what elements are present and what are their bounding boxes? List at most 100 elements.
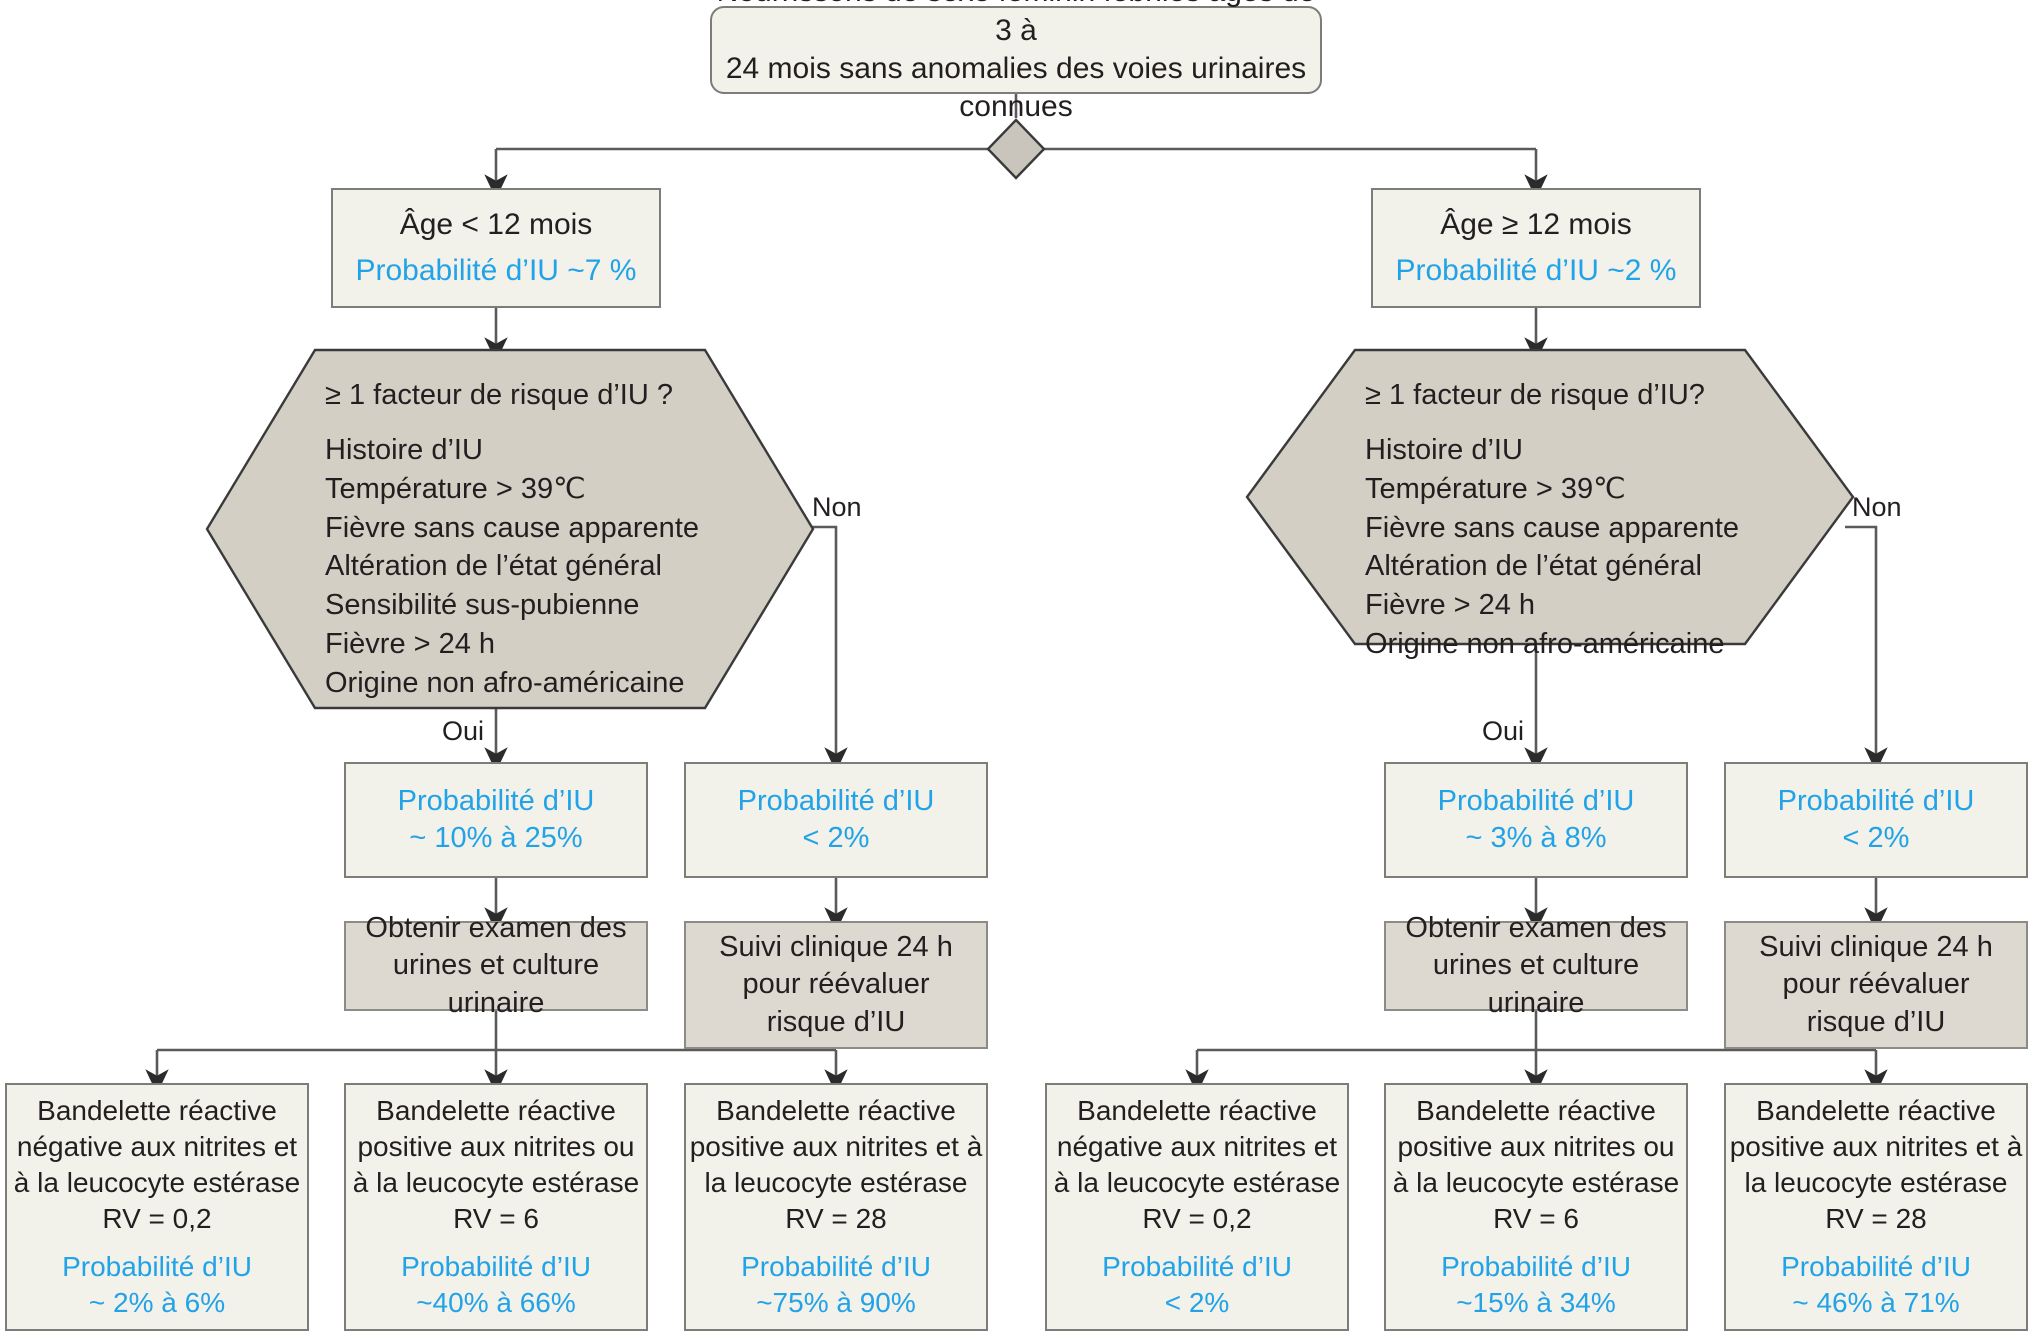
result-box-right-1-desc-3: à la leucocyte estérase (1392, 1166, 1680, 1198)
action-box-left-no-line-1: Suivi clinique 24 h (719, 931, 953, 964)
result-box-left-1-prob-2: ~40% à 66% (416, 1287, 576, 1319)
age-box-right: Âge ≥ 12 mois Probabilité d’IU ~2 % (1371, 188, 1701, 308)
split-diamond-icon (986, 118, 1046, 180)
edge-label-left-oui: Oui (442, 716, 485, 746)
result-box-left-2-desc-3: la leucocyte estérase (704, 1166, 968, 1198)
result-box-right-1-rv: RV = 6 (1493, 1202, 1579, 1234)
hexagon-right-factor-4: Fièvre > 24 h (1365, 589, 1536, 622)
result-box-right-1-prob-1: Probabilité d’IU (1441, 1251, 1631, 1283)
action-box-right-yes-line-1: Obtenir examen des (1405, 912, 1667, 945)
hexagon-right-factor-2: Fièvre sans cause apparente (1365, 511, 1739, 544)
result-box-right-2: Bandelette réactive positive aux nitrite… (1724, 1083, 2028, 1331)
result-box-right-0-rv: RV = 0,2 (1142, 1202, 1252, 1234)
hexagon-left-factor-1: Température > 39℃ (325, 472, 586, 505)
result-box-right-1-desc-2: positive aux nitrites ou (1397, 1130, 1675, 1162)
result-box-left-1-prob-1: Probabilité d’IU (401, 1251, 591, 1283)
action-box-left-no-line-2: pour réévaluer (742, 968, 930, 1001)
result-box-right-2-prob-2: ~ 46% à 71% (1792, 1287, 1960, 1319)
hexagon-right-factors: Histoire d’IU Température > 39℃ Fièvre s… (1365, 431, 1739, 664)
result-box-left-1-desc-1: Bandelette réactive (376, 1095, 616, 1127)
result-box-right-2-prob-1: Probabilité d’IU (1781, 1251, 1971, 1283)
action-box-left-yes-line-1: Obtenir examen des (365, 912, 627, 945)
probability-box-left-yes-line-1: Probabilité d’IU (397, 784, 595, 817)
age-box-right-probability: Probabilité d’IU ~2 % (1395, 254, 1677, 287)
probability-box-left-no-line-1: Probabilité d’IU (737, 784, 935, 817)
hexagon-left-factor-5: Fièvre > 24 h (325, 628, 496, 661)
probability-box-right-no-line-1: Probabilité d’IU (1777, 784, 1975, 817)
action-box-right-no: Suivi clinique 24 h pour réévaluer risqu… (1724, 921, 2028, 1049)
probability-box-right-yes-line-2: ~ 3% à 8% (1465, 822, 1607, 854)
result-box-left-2-desc-2: positive aux nitrites et à (689, 1130, 983, 1162)
probability-box-left-no: Probabilité d’IU < 2% (684, 762, 988, 878)
edge-label-right-non: Non (1852, 492, 1902, 522)
probability-box-left-yes-line-2: ~ 10% à 25% (409, 822, 583, 854)
result-box-left-0: Bandelette réactive négative aux nitrite… (5, 1083, 309, 1331)
result-box-left-1: Bandelette réactive positive aux nitrite… (344, 1083, 648, 1331)
probability-box-right-no-line-2: < 2% (1842, 822, 1910, 854)
result-box-left-1-desc-2: positive aux nitrites ou (357, 1130, 635, 1162)
hexagon-left-factor-2: Fièvre sans cause apparente (325, 511, 699, 544)
result-box-left-0-desc-2: négative aux nitrites et (16, 1130, 298, 1162)
root-population-box: Nourrissons de sexe féminin fébriles âgé… (710, 0, 1322, 123)
result-box-left-0-desc-3: à la leucocyte estérase (13, 1166, 301, 1198)
result-box-right-0-desc-2: négative aux nitrites et (1056, 1130, 1338, 1162)
hexagon-right-factor-3: Altération de l’état général (1365, 550, 1702, 583)
result-box-left-0-desc-1: Bandelette réactive (37, 1095, 277, 1127)
hexagon-left-factor-3: Altération de l’état général (325, 550, 662, 583)
result-box-right-2-rv: RV = 28 (1825, 1202, 1927, 1234)
hexagon-right: ≥ 1 facteur de risque d’IU? Histoire d’I… (1245, 348, 1855, 660)
action-box-right-no-line-2: pour réévaluer (1782, 968, 1970, 1001)
hexagon-left-question: ≥ 1 facteur de risque d’IU ? (325, 379, 673, 411)
result-box-right-0-desc-1: Bandelette réactive (1077, 1095, 1317, 1127)
probability-box-right-yes: Probabilité d’IU ~ 3% à 8% (1384, 762, 1688, 878)
result-box-right-2-desc-3: la leucocyte estérase (1744, 1166, 2008, 1198)
hexagon-left-factors: Histoire d’IU Température > 39℃ Fièvre s… (325, 431, 699, 703)
action-box-right-no-line-3: risque d’IU (1806, 1005, 1946, 1038)
result-box-left-0-prob-1: Probabilité d’IU (62, 1251, 252, 1283)
result-box-left-2: Bandelette réactive positive aux nitrite… (684, 1083, 988, 1331)
root-line-2: 24 mois sans anomalies des voies urinair… (725, 52, 1307, 124)
hexagon-left-factor-0: Histoire d’IU (325, 433, 483, 466)
action-box-right-no-line-1: Suivi clinique 24 h (1759, 931, 1993, 964)
result-box-left-1-rv: RV = 6 (453, 1202, 539, 1234)
action-box-left-no-line-3: risque d’IU (766, 1005, 906, 1038)
hexagon-left: ≥ 1 facteur de risque d’IU ? Histoire d’… (205, 348, 815, 710)
result-box-left-2-prob-1: Probabilité d’IU (741, 1251, 931, 1283)
hexagon-right-factor-1: Température > 39℃ (1365, 472, 1626, 505)
edge-label-left-non: Non (812, 492, 862, 522)
result-box-right-2-desc-2: positive aux nitrites et à (1729, 1130, 2023, 1162)
result-box-right-1-prob-2: ~15% à 34% (1456, 1287, 1616, 1319)
probability-box-left-yes: Probabilité d’IU ~ 10% à 25% (344, 762, 648, 878)
edge-label-right-oui: Oui (1482, 716, 1525, 746)
result-box-left-2-prob-2: ~75% à 90% (756, 1287, 916, 1319)
result-box-left-2-desc-1: Bandelette réactive (716, 1095, 956, 1127)
hexagon-right-question: ≥ 1 facteur de risque d’IU? (1365, 379, 1705, 411)
action-box-left-yes-line-2: urines et culture urinaire (392, 949, 600, 1019)
age-box-left-probability: Probabilité d’IU ~7 % (355, 254, 637, 287)
age-box-left-title: Âge < 12 mois (399, 207, 593, 241)
result-box-right-1-desc-1: Bandelette réactive (1416, 1095, 1656, 1127)
hexagon-left-factor-4: Sensibilité sus-pubienne (325, 589, 640, 622)
action-box-right-yes-line-2: urines et culture urinaire (1432, 949, 1640, 1019)
result-box-left-1-desc-3: à la leucocyte estérase (352, 1166, 640, 1198)
probability-box-right-yes-line-1: Probabilité d’IU (1437, 784, 1635, 817)
result-box-right-1: Bandelette réactive positive aux nitrite… (1384, 1083, 1688, 1331)
result-box-right-0-desc-3: à la leucocyte estérase (1053, 1166, 1341, 1198)
result-box-right-2-desc-1: Bandelette réactive (1756, 1095, 1996, 1127)
action-box-left-no: Suivi clinique 24 h pour réévaluer risqu… (684, 921, 988, 1049)
action-box-left-yes: Obtenir examen des urines et culture uri… (344, 912, 648, 1019)
age-box-left: Âge < 12 mois Probabilité d’IU ~7 % (331, 188, 661, 308)
result-box-right-0-prob-2: < 2% (1164, 1287, 1230, 1319)
probability-box-left-no-line-2: < 2% (802, 822, 870, 854)
root-line-1: Nourrissons de sexe féminin fébriles âgé… (717, 0, 1316, 47)
age-box-right-title: Âge ≥ 12 mois (1440, 207, 1632, 241)
action-box-right-yes: Obtenir examen des urines et culture uri… (1384, 912, 1688, 1019)
result-box-left-0-prob-2: ~ 2% à 6% (88, 1287, 226, 1319)
hexagon-left-factor-6: Origine non afro-américaine (325, 667, 685, 700)
hexagon-right-factor-5: Origine non afro-américaine (1365, 628, 1725, 661)
hexagon-right-factor-0: Histoire d’IU (1365, 433, 1523, 466)
result-box-left-0-rv: RV = 0,2 (102, 1202, 212, 1234)
probability-box-right-no: Probabilité d’IU < 2% (1724, 762, 2028, 878)
